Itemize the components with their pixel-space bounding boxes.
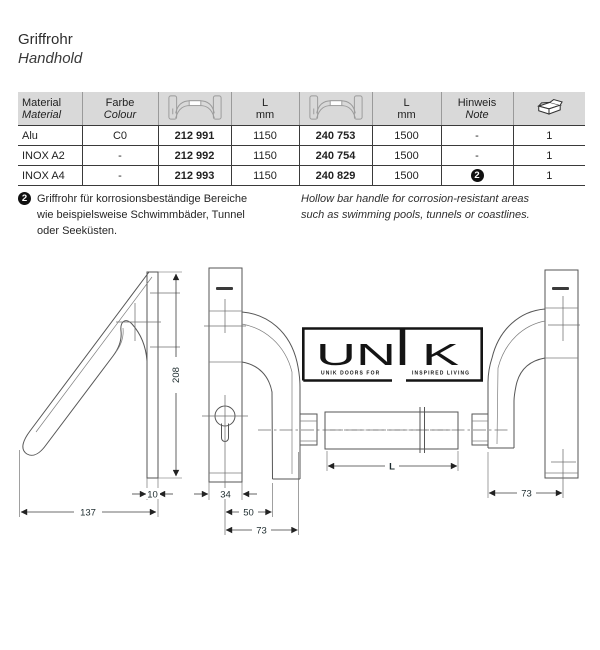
table-row: Alu C0 212 991 1150 240 753 1500 - 1 — [18, 125, 585, 146]
cell-colour: C0 — [82, 125, 159, 146]
cell-length: 1500 — [372, 145, 442, 166]
logo-tagline-right: INSPIRED LIVING — [412, 371, 470, 377]
header-material: Material Material — [18, 92, 83, 126]
dimension-label-offset: 50 — [243, 508, 254, 519]
cell-length: 1150 — [231, 145, 300, 166]
bar-drawing: L — [258, 407, 510, 473]
cell-length: 1150 — [231, 165, 300, 186]
header-length-1: L mm — [231, 92, 300, 126]
cell-colour: - — [82, 165, 159, 186]
table-row: INOX A4 - 212 993 1150 240 829 1500 2 1 — [18, 165, 585, 186]
cell-art-no: 240 753 — [299, 125, 373, 146]
cell-pack: 1 — [513, 125, 585, 146]
logo-letter-k: K — [422, 337, 460, 372]
page-title: Griffrohr Handhold — [18, 30, 82, 68]
cell-art-no: 212 992 — [158, 145, 232, 166]
header-packaging — [513, 92, 585, 126]
cell-note: - — [441, 145, 514, 166]
header-colour: Farbe Colour — [82, 92, 159, 126]
cell-pack: 1 — [513, 165, 585, 186]
handle-icon — [308, 94, 363, 120]
cell-art-no: 240 754 — [299, 145, 373, 166]
note-2-badge: 2 — [470, 169, 484, 182]
header-note: Hinweis Note — [441, 92, 514, 126]
dimension-label-plate-width: 34 — [220, 490, 231, 501]
cell-material: INOX A4 — [18, 165, 83, 186]
spec-table: Material Material Farbe Colour L m — [18, 92, 585, 186]
brand-stamp — [552, 287, 569, 290]
handle-icon — [167, 94, 222, 120]
front-view-left-drawing: 34 50 73 — [194, 267, 318, 537]
dimension-label-right-depth: 73 — [521, 489, 532, 500]
cell-art-no: 240 829 — [299, 165, 373, 186]
cell-art-no: 212 991 — [158, 125, 232, 146]
carton-icon — [537, 98, 564, 115]
table-row: INOX A2 - 212 992 1150 240 754 1500 - 1 — [18, 145, 585, 166]
dimension-label-bar-length: L — [389, 462, 395, 473]
footnote-german: Griffrohr für korrosionsbeständige Berei… — [37, 193, 248, 237]
cell-material: Alu — [18, 125, 83, 146]
header-handle-icon-2 — [299, 92, 373, 126]
title-german: Griffrohr — [18, 31, 73, 48]
unik-logo: UN K UNIK DOORS FOR INSPIRED LIVING — [302, 327, 483, 382]
cell-note: 2 — [441, 165, 514, 186]
header-handle-icon-1 — [158, 92, 232, 126]
footnote-english: Hollow bar handle for corrosion-resistan… — [301, 193, 530, 221]
cell-art-no: 212 993 — [158, 165, 232, 186]
brand-stamp — [216, 287, 233, 290]
cell-note: - — [441, 125, 514, 146]
cell-length: 1150 — [231, 125, 300, 146]
cell-length: 1500 — [372, 125, 442, 146]
cell-material: INOX A2 — [18, 145, 83, 166]
logo-tagline-left: UNIK DOORS FOR — [321, 371, 380, 377]
footnote-badge: 2 — [18, 192, 31, 205]
logo-letters-un: UN — [316, 337, 396, 372]
cell-colour: - — [82, 145, 159, 166]
header-length-2: L mm — [372, 92, 442, 126]
dimension-label-thickness: 10 — [147, 490, 158, 501]
cell-pack: 1 — [513, 145, 585, 166]
table-header-row: Material Material Farbe Colour L m — [18, 92, 585, 126]
cell-length: 1500 — [372, 165, 442, 186]
technical-drawing: 208 10 137 — [19, 267, 580, 537]
front-view-right-drawing: 73 — [471, 269, 580, 500]
side-view-drawing: 208 10 137 — [19, 271, 182, 519]
dimension-label-height: 208 — [171, 367, 182, 383]
dimension-label-length: 137 — [80, 508, 96, 519]
title-english: Handhold — [18, 50, 83, 67]
dimension-label-depth: 73 — [256, 526, 267, 537]
